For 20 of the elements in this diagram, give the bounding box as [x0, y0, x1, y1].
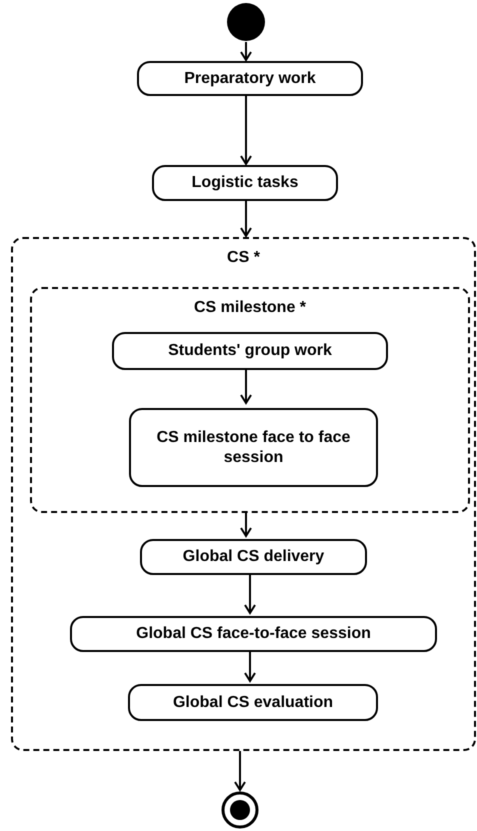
activity-box: Global CS evaluation	[128, 684, 378, 721]
arrow	[240, 511, 252, 537]
activity-box: Logistic tasks	[152, 165, 338, 201]
dashed-region	[30, 287, 470, 513]
start-node	[226, 2, 266, 42]
activity-box: CS milestone face to face session	[129, 408, 378, 487]
arrow	[244, 650, 256, 682]
arrow	[240, 96, 252, 165]
region-title: CS *	[226, 249, 261, 267]
activity-box: Global CS delivery	[140, 539, 367, 575]
arrow	[240, 42, 252, 61]
end-node	[221, 791, 259, 829]
dashed-region	[11, 237, 476, 751]
activity-box: Global CS face-to-face session	[70, 616, 437, 652]
activity-box: Students' group work	[112, 332, 388, 370]
activity-box: Preparatory work	[137, 61, 363, 96]
arrow	[240, 201, 252, 237]
region-title: CS milestone *	[192, 299, 308, 317]
arrow	[244, 573, 256, 614]
arrow	[234, 751, 246, 791]
